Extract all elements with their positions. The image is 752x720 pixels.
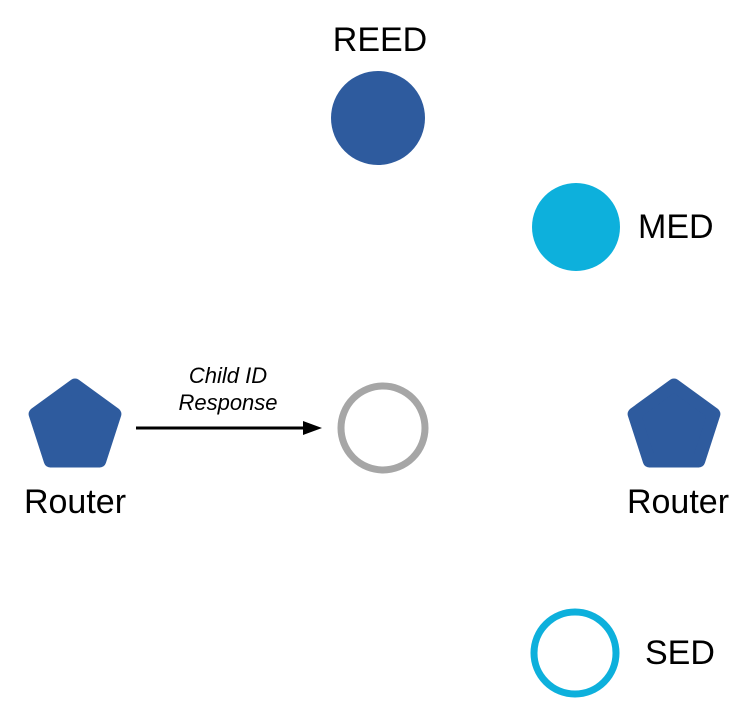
router-pentagon-icon — [627, 378, 721, 468]
reed-node-circle — [331, 71, 425, 165]
router-right-label: Router — [626, 483, 730, 521]
reed-label: REED — [332, 21, 428, 59]
sed-label: SED — [645, 634, 715, 672]
router-left-node — [28, 378, 122, 468]
child-id-response-arrow — [136, 421, 322, 435]
router-left-label: Router — [23, 483, 127, 521]
router-right-node — [627, 378, 721, 468]
joiner-node-circle — [337, 382, 429, 474]
med-label: MED — [638, 208, 714, 246]
arrowhead-icon — [303, 421, 322, 435]
sed-node-circle — [530, 608, 620, 698]
med-node-circle — [532, 183, 620, 271]
child-id-response-label: Child ID Response — [178, 363, 278, 415]
router-pentagon-icon — [28, 378, 122, 468]
